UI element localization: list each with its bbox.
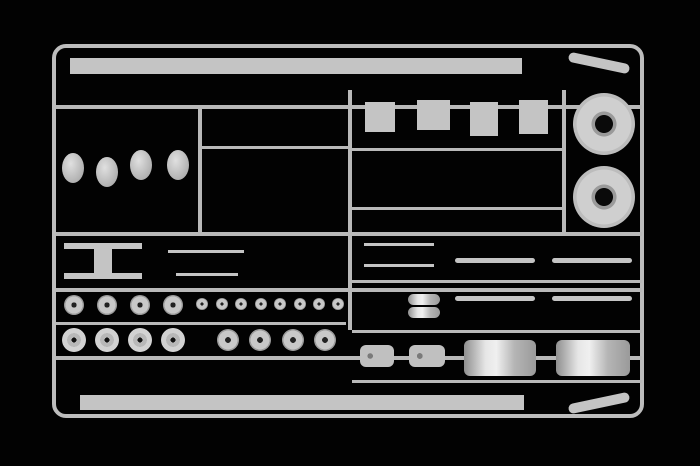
tire xyxy=(573,166,635,228)
air-tank xyxy=(408,294,440,305)
gearbox-housing xyxy=(360,345,394,367)
small-hub xyxy=(196,298,208,310)
small-hub xyxy=(332,298,344,310)
brake-drum xyxy=(161,328,185,352)
runner xyxy=(352,207,564,210)
chassis-rail-top xyxy=(70,58,522,74)
small-hub xyxy=(235,298,247,310)
cross-member-h-beam xyxy=(64,243,142,249)
tire xyxy=(573,93,635,155)
small-hub xyxy=(274,298,286,310)
panel-plate xyxy=(365,102,395,132)
tie-rod xyxy=(364,243,434,246)
small-hub xyxy=(294,298,306,310)
gearbox-housing xyxy=(409,345,445,367)
small-hub xyxy=(163,295,183,315)
runner xyxy=(352,380,642,383)
tie-rod xyxy=(364,264,434,267)
cross-member-h-beam xyxy=(64,273,142,279)
axle-differential-housing xyxy=(96,157,118,187)
brake-drum xyxy=(62,328,86,352)
small-hub xyxy=(97,295,117,315)
runner xyxy=(348,90,352,330)
axle-differential-housing xyxy=(167,150,189,180)
axle-differential-housing xyxy=(62,153,84,183)
panel-plate xyxy=(470,102,498,136)
cross-member-h-beam xyxy=(94,249,112,273)
brake-drum xyxy=(128,328,152,352)
sprue-frame xyxy=(52,44,644,418)
tie-rod xyxy=(176,273,238,276)
runner xyxy=(198,109,202,234)
tie-rod xyxy=(168,250,244,253)
chassis-rail-bottom xyxy=(80,395,524,410)
air-tank xyxy=(408,307,440,318)
small-hub xyxy=(255,298,267,310)
small-hub xyxy=(64,295,84,315)
wheel-hub xyxy=(282,329,304,351)
leaf-spring-hanger xyxy=(455,258,535,263)
small-hub xyxy=(130,295,150,315)
fuel-tank xyxy=(464,340,536,376)
axle-differential-housing xyxy=(130,150,152,180)
fuel-tank xyxy=(556,340,630,376)
panel-plate xyxy=(417,100,450,130)
wheel-hub xyxy=(249,329,271,351)
wheel-hub xyxy=(314,329,336,351)
runner xyxy=(352,280,642,283)
runner xyxy=(200,146,350,149)
panel-plate xyxy=(519,100,548,134)
brake-drum xyxy=(95,328,119,352)
runner xyxy=(56,356,642,360)
leaf-spring-hanger xyxy=(455,296,535,301)
runner xyxy=(562,90,566,235)
wheel-hub xyxy=(217,329,239,351)
leaf-spring-hanger xyxy=(552,258,632,263)
small-hub xyxy=(313,298,325,310)
small-hub xyxy=(216,298,228,310)
runner xyxy=(352,148,564,151)
runner xyxy=(56,322,346,325)
leaf-spring-hanger xyxy=(552,296,632,301)
runner xyxy=(352,330,642,333)
